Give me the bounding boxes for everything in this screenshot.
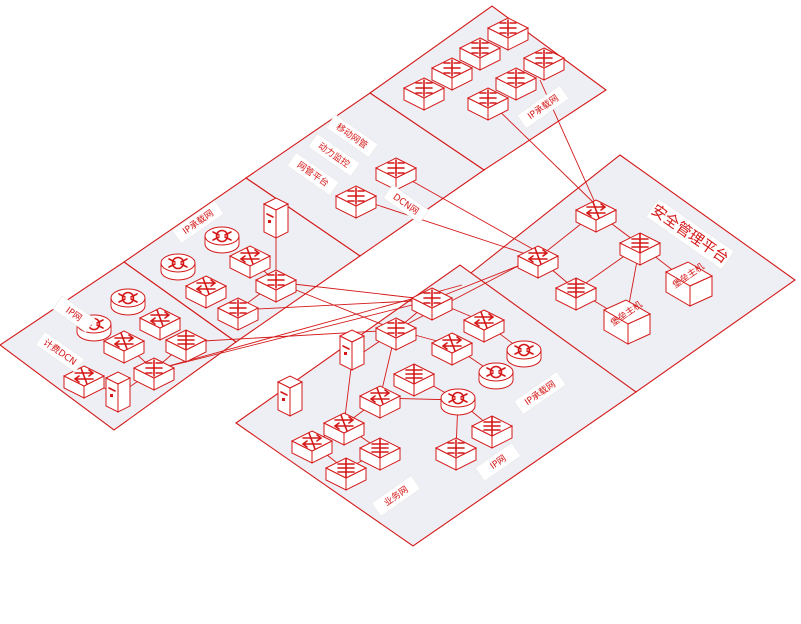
server-device[interactable]	[105, 371, 131, 413]
server-device[interactable]	[277, 375, 303, 417]
router-device[interactable]	[506, 340, 542, 368]
router-device[interactable]	[160, 253, 196, 281]
ip-net-label-bottom: IP网	[474, 442, 522, 482]
zone-middle-left-devices: IP承载网	[160, 197, 297, 331]
router-device[interactable]	[110, 288, 146, 316]
router-device[interactable]	[478, 362, 514, 390]
server-device[interactable]	[339, 329, 365, 371]
ip-net-label-left: IP网	[52, 295, 96, 333]
router-device[interactable]	[440, 388, 476, 416]
server-device[interactable]	[263, 197, 289, 239]
router-device[interactable]	[204, 226, 240, 254]
ip-bearer-label-left: IP承载网	[171, 200, 225, 244]
